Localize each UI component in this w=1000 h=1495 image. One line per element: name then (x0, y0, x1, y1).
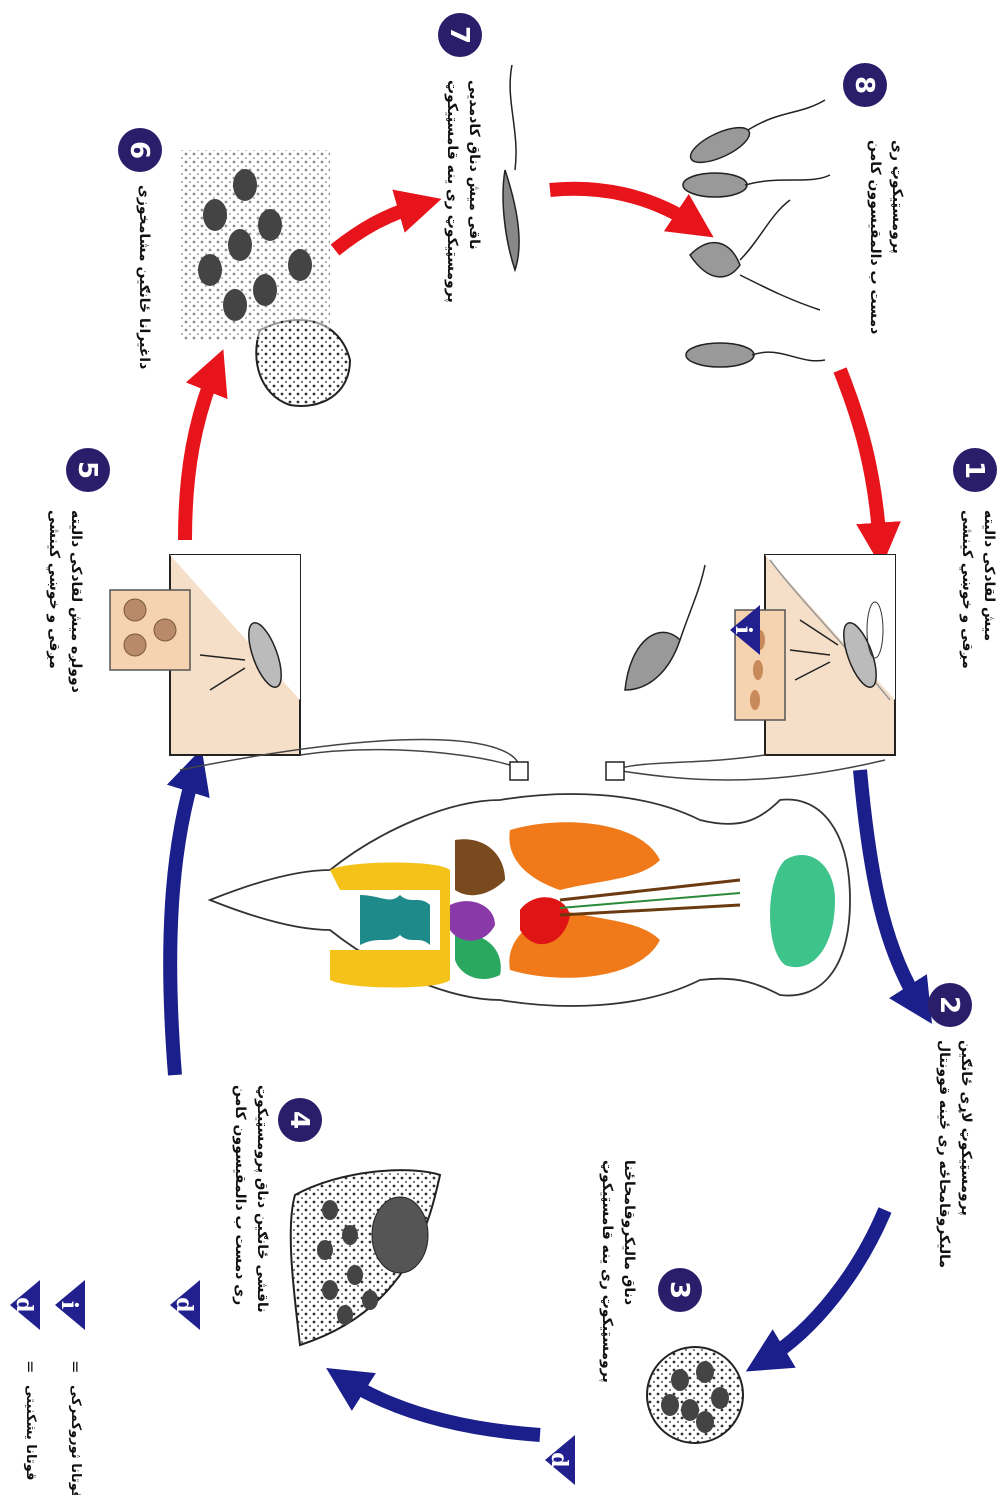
step-5-label-line1: دوولږه میش لقادکی دالیته (68, 510, 84, 693)
stage-7-promastigote (503, 65, 519, 270)
step-1-label-line2: مږقی و خوښي کینشی (959, 510, 975, 669)
step-4-label-line1: ناقشی ځانګین دناق پرومسټیکوټ (254, 1085, 270, 1313)
diagnostic-stage-triangle-3: d (545, 1435, 575, 1485)
step-4-label-line2: ری دمست ب دالمقیسوون کامن (232, 1085, 248, 1305)
diagnostic-stage-triangle-4: d (170, 1280, 200, 1330)
step-badge-8: 8 (843, 63, 887, 107)
step-badge-5: 5 (66, 448, 110, 492)
stage-3-macrophage (647, 1347, 743, 1443)
svg-text:7: 7 (444, 26, 474, 44)
svg-text:4: 4 (284, 1111, 314, 1129)
stage-8-promastigotes (683, 100, 830, 367)
step-2-label-line1: پرومسټیکوټ لاړی ځانګین (958, 1040, 974, 1216)
legend-diagnostic-equals: = (21, 1360, 40, 1373)
bite-panel-5 (110, 555, 300, 755)
arrow-5-to-6 (185, 370, 215, 540)
step-5-label-line2: مږقی و خوښي کینشی (46, 510, 62, 669)
svg-text:d: d (171, 1297, 197, 1312)
arrow-8-to-1 (840, 370, 880, 545)
bite-panel-1 (735, 555, 895, 755)
arrow-3-to-4 (345, 1380, 540, 1435)
svg-text:2: 2 (934, 996, 964, 1014)
step-badge-4: 4 (278, 1098, 322, 1142)
stomach (450, 901, 495, 941)
svg-text:i: i (730, 626, 756, 634)
liver (455, 839, 505, 895)
svg-text:d: d (11, 1297, 37, 1312)
svg-text:i: i (56, 1301, 82, 1309)
legend-infective-label: قوتانا ثوروکمرکی (68, 1385, 83, 1495)
svg-text:d: d (546, 1452, 572, 1467)
step-7-label-line1: ناقی میش دناق کادمدیی (466, 80, 482, 250)
svg-text:5: 5 (72, 461, 102, 479)
step-badge-1: 1 (953, 448, 997, 492)
brain (770, 855, 835, 967)
small-intestine (360, 895, 430, 945)
step-badge-3: 3 (658, 1268, 702, 1312)
step-8-label-line2: دمست ب دالمقیسوون کامن (867, 140, 883, 334)
legend-infective-equals: = (66, 1360, 85, 1373)
step-badge-6: 6 (118, 128, 162, 172)
stage-6-macrophage (180, 150, 350, 406)
lungs (509, 822, 660, 890)
step-7-label-line2: پرومسټیکوټ ری ینه قامسټیکوټ (444, 80, 460, 303)
step-2-label-line2: مالیکروقامحاځه ری ځینه قوونتال (936, 1040, 952, 1268)
legend-diagnostic-triangle: d (10, 1280, 40, 1330)
spleen (455, 934, 501, 979)
svg-text:3: 3 (664, 1281, 694, 1299)
step-3-label-line2: پرومسټیکوټ ری ینه قامسټیکوټ (599, 1160, 615, 1383)
step-3-label-line1: دناق مالیکروقامحاځنا (621, 1160, 637, 1305)
legend: i = قوتانا ثوروکمرکی d = قوتانا یشکنیتی (10, 1280, 85, 1495)
arrow-2-to-3 (765, 1210, 885, 1360)
human-body (210, 794, 850, 1006)
legend-infective-triangle: i (55, 1280, 85, 1330)
arrow-1-to-2 (860, 770, 920, 1005)
svg-text:1: 1 (959, 461, 989, 479)
step-6-label-line1: داغیرانا ځانګین مشامخوزی (136, 185, 152, 369)
arrow-6-to-7 (335, 205, 420, 250)
step-badge-7: 7 (438, 13, 482, 57)
step-1-label-line1: میش لقادکی دالیته (981, 510, 997, 641)
arrow-4-to-5 (170, 770, 195, 1075)
step-8-label-line1: پرومسټیکوټ ری (889, 140, 905, 254)
svg-text:6: 6 (124, 141, 154, 159)
legend-diagnostic-label: قوتانا یشکنیتی (23, 1385, 38, 1480)
arrow-7-to-8 (550, 189, 695, 225)
step-badge-2: 2 (928, 983, 972, 1027)
stage-4-macrophage (291, 1170, 440, 1345)
svg-text:8: 8 (849, 76, 879, 94)
stage-i-promastigote (625, 565, 705, 690)
